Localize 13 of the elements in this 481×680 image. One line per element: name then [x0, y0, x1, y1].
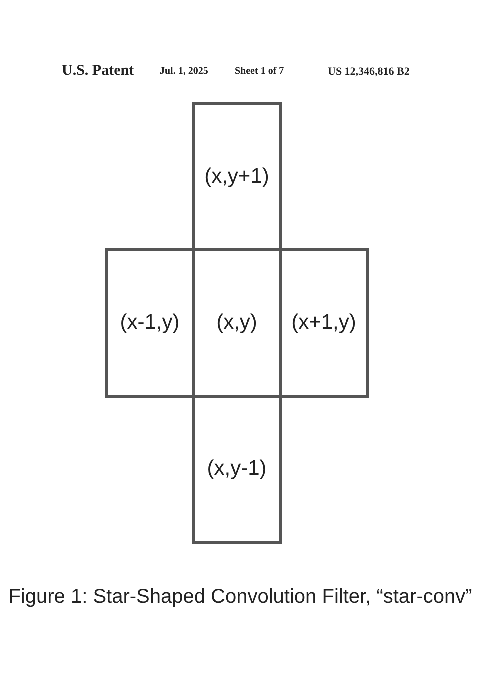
coordinate-label: (x,y-1) [207, 457, 267, 481]
sheet-number: Sheet 1 of 7 [235, 66, 284, 77]
date-label: Jul. 1, 2025 [160, 66, 208, 77]
grid-cell-box [279, 248, 369, 398]
coordinate-label: (x+1,y) [292, 311, 356, 335]
figure-caption: Figure 1: Star-Shaped Convolution Filter, “star-conv” [8, 586, 474, 609]
grid-cell-box [105, 248, 195, 398]
header-label: U.S. Patent [62, 63, 134, 80]
patent-number: US 12,346,816 B2 [328, 66, 410, 78]
coordinate-label: (x,y) [216, 311, 258, 335]
coordinate-label: (x-1,y) [120, 311, 180, 335]
grid-cell-box [192, 248, 282, 398]
coordinate-label: (x,y+1) [204, 165, 270, 189]
